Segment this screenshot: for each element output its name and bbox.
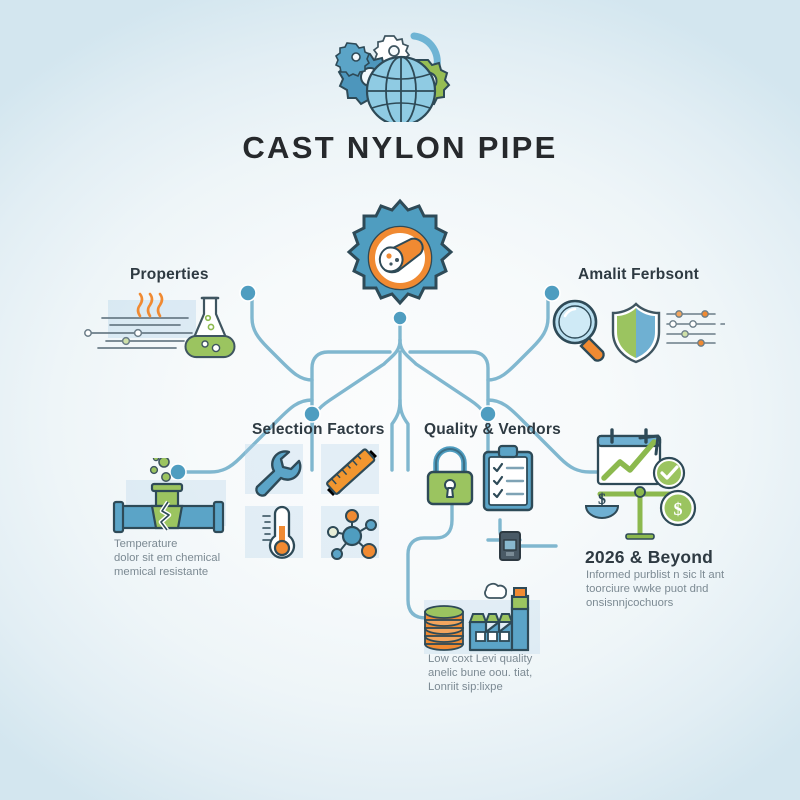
- thermometer-icon: [262, 505, 296, 559]
- connector-mid-trunk-left: [390, 350, 402, 472]
- connector-right-rail-top: [408, 350, 490, 430]
- branch-heading-properties: Properties: [130, 266, 209, 283]
- check-badge-icon: [652, 456, 686, 490]
- shield-icon: [611, 302, 661, 364]
- pipe-resistance-caption: Temperature dolor sit em chemical memica…: [114, 538, 221, 579]
- svg-text:$: $: [598, 491, 606, 508]
- header-logo: [318, 22, 482, 127]
- document-lines-icon: [84, 317, 193, 349]
- ruler-icon: [326, 448, 377, 496]
- smoke-icon: [484, 582, 508, 599]
- magnifier-icon: [552, 299, 605, 362]
- gear-pipe-hub-icon: [346, 198, 454, 306]
- settings-sliders-icon: [666, 310, 728, 347]
- gears-globe-icon: [334, 32, 451, 127]
- lock-icon: [426, 446, 474, 506]
- wrench-icon: [255, 450, 302, 497]
- small-device-wrap: [498, 530, 522, 567]
- branch-heading-selection-factors: Selection Factors: [252, 421, 385, 438]
- connector-mid-trunk-right: [398, 398, 410, 472]
- branch-heading-analysis: Amalit Ferbsont: [578, 266, 699, 283]
- molecule-icon: [327, 509, 377, 560]
- node-quality: [479, 405, 497, 423]
- page-title: CAST NYLON PIPE: [242, 130, 558, 165]
- branch-heading-quality-vendors: Quality & Vendors: [424, 421, 561, 438]
- coins-stack-icon: [424, 605, 464, 651]
- flask-icon: [184, 296, 236, 359]
- factory-icon: [468, 587, 530, 652]
- quality-vendors-icons: [424, 444, 544, 519]
- future-outlook-icons: $ $: [578, 428, 728, 549]
- svg-text:$: $: [674, 499, 683, 519]
- node-selection: [303, 405, 321, 423]
- heat-waves-icon: [136, 292, 164, 318]
- cost-production-icons: [424, 578, 554, 661]
- small-meter-icon: [499, 531, 521, 561]
- cost-production-caption: Low coxt Levi quality anelic bune oou. t…: [428, 653, 533, 694]
- balance-scale-icon: $ $: [584, 486, 697, 540]
- bubbles-icon: [149, 454, 171, 482]
- selection-factors-icons: [245, 444, 385, 567]
- analysis-icons: [545, 296, 728, 373]
- properties-icons: [80, 292, 250, 377]
- hub-icon-wrap: [340, 198, 460, 323]
- connector-to-properties: [250, 293, 314, 382]
- future-outlook-caption: Informed purblist n sic lt ant toorciure…: [586, 569, 725, 610]
- broken-pipe-icon: [112, 482, 225, 534]
- clipboard-checklist-icon: [482, 444, 534, 512]
- branch-heading-future-outlook: 2026 & Beyond: [585, 547, 714, 567]
- connector-to-analysis: [486, 293, 550, 382]
- properties-tile: [108, 300, 196, 338]
- connector-left-rail-top: [310, 350, 392, 430]
- calendar-growth-chart-icon: [596, 428, 662, 486]
- pipe-resistance-icons: [108, 454, 248, 553]
